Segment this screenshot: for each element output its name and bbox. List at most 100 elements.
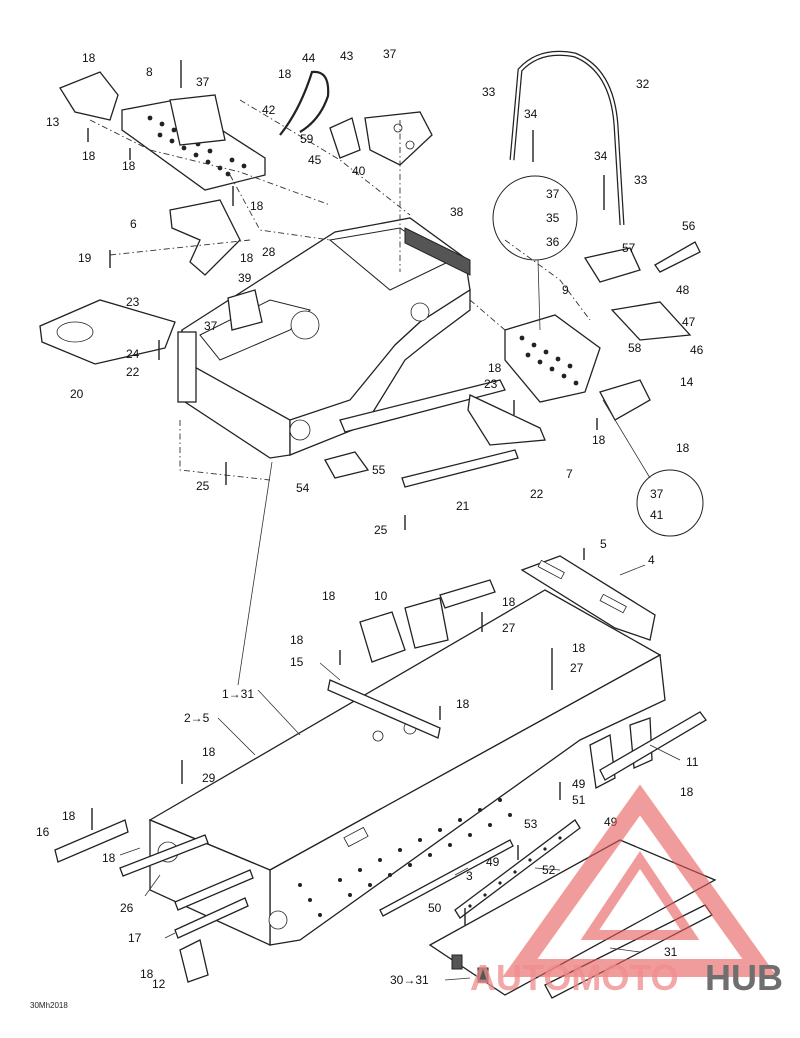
label-34: 34 [524, 107, 538, 121]
part-14-bracket [599, 379, 651, 421]
label-37: 37 [650, 487, 664, 501]
label-29: 29 [202, 771, 216, 785]
label-57: 57 [622, 241, 636, 255]
tunnel-perforations [298, 798, 512, 917]
label-50: 50 [428, 901, 442, 915]
label-40: 40 [352, 164, 366, 178]
label-22: 22 [530, 487, 544, 501]
label-18: 18 [122, 159, 136, 173]
part-42-cable [279, 70, 330, 136]
part-7-bracket [467, 394, 546, 446]
label-16: 16 [36, 825, 50, 839]
part-32-handle-inner [510, 52, 624, 226]
part-10-bracket [359, 579, 496, 663]
part-39-bracket [227, 289, 263, 331]
detail-circle-35-37 [492, 175, 578, 261]
label-27: 27 [570, 661, 584, 675]
label-42: 42 [262, 103, 276, 117]
assembly-lines-lower [119, 461, 681, 981]
label-30-31: 30→31 [390, 973, 429, 987]
watermark-brand-left: AUTOMOTO [470, 957, 679, 998]
upper-frame-assembly [177, 217, 506, 459]
label-18: 18 [322, 589, 336, 603]
label-1-31: 1→31 [222, 687, 254, 701]
part-15-strip [327, 679, 441, 739]
part-46-rail [610, 301, 692, 341]
label-18: 18 [502, 595, 516, 609]
part-30-plate [428, 839, 717, 996]
label-38: 38 [450, 205, 464, 219]
label-25: 25 [374, 523, 388, 537]
label-37: 37 [546, 187, 560, 201]
label-18: 18 [62, 809, 76, 823]
label-14: 14 [680, 375, 694, 389]
assembly-lines-upper [89, 99, 591, 481]
label-24: 24 [126, 347, 140, 361]
label-32: 32 [636, 77, 650, 91]
label-55: 55 [372, 463, 386, 477]
part-11-bracket [589, 711, 707, 790]
label-8: 8 [146, 65, 153, 79]
part-52-strip [454, 819, 581, 919]
label-12: 12 [152, 977, 166, 991]
label-18: 18 [456, 697, 470, 711]
label-18: 18 [82, 149, 96, 163]
label-5: 5 [600, 537, 607, 551]
fasteners [87, 60, 605, 925]
label-18: 18 [592, 433, 606, 447]
label-28: 28 [262, 245, 276, 259]
label-36: 36 [546, 235, 560, 249]
label-18: 18 [676, 441, 690, 455]
label-3: 3 [466, 869, 473, 883]
label-22: 22 [126, 365, 140, 379]
part-17-strip [174, 897, 249, 939]
label-49: 49 [572, 777, 586, 791]
label-53: 53 [524, 817, 538, 831]
label-19: 19 [78, 251, 92, 265]
label-18: 18 [572, 641, 586, 655]
part-26-strip-b [174, 869, 254, 911]
label-43: 43 [340, 49, 354, 63]
label-45: 45 [308, 153, 322, 167]
label-20: 20 [70, 387, 84, 401]
label-6: 6 [130, 217, 137, 231]
label-25: 25 [196, 479, 210, 493]
label-41: 41 [650, 508, 664, 522]
label-52: 52 [542, 863, 556, 877]
label-18: 18 [202, 745, 216, 759]
label-37: 37 [383, 47, 397, 61]
label-18: 18 [82, 51, 96, 65]
part-26-strip-a [119, 834, 209, 877]
label-59: 59 [300, 132, 314, 146]
part-57-bracket [583, 247, 641, 283]
figure-code: 30Mh2018 [30, 1001, 68, 1010]
label-34: 34 [594, 149, 608, 163]
label-11: 11 [686, 755, 699, 769]
label-13: 13 [46, 115, 60, 129]
part-16-strip [54, 819, 129, 863]
label-4: 4 [648, 553, 655, 567]
label-15: 15 [290, 655, 304, 669]
label-49: 49 [486, 855, 500, 869]
part-54-bracket [324, 451, 370, 479]
watermark-triangle-icon [502, 784, 778, 977]
part-9-perforated-plate [504, 314, 601, 403]
watermark-logo: AUTOMOTO HUB [470, 784, 783, 998]
label-18: 18 [250, 199, 264, 213]
part-6-bracket [169, 199, 241, 276]
label-23: 23 [126, 295, 140, 309]
label-18: 18 [102, 851, 116, 865]
label-2-5: 2→5 [184, 711, 210, 725]
part-4-bumper [520, 555, 656, 641]
label-48: 48 [676, 283, 690, 297]
label-46: 46 [690, 343, 704, 357]
part-12-bracket [179, 939, 209, 983]
label-54: 54 [296, 481, 310, 495]
label-51: 51 [572, 793, 586, 807]
label-18: 18 [240, 251, 254, 265]
detail-circle-37-41 [636, 469, 704, 537]
part-56-strip [654, 241, 701, 273]
label-27: 27 [502, 621, 516, 635]
label-9: 9 [562, 283, 569, 297]
label-17: 17 [128, 931, 142, 945]
